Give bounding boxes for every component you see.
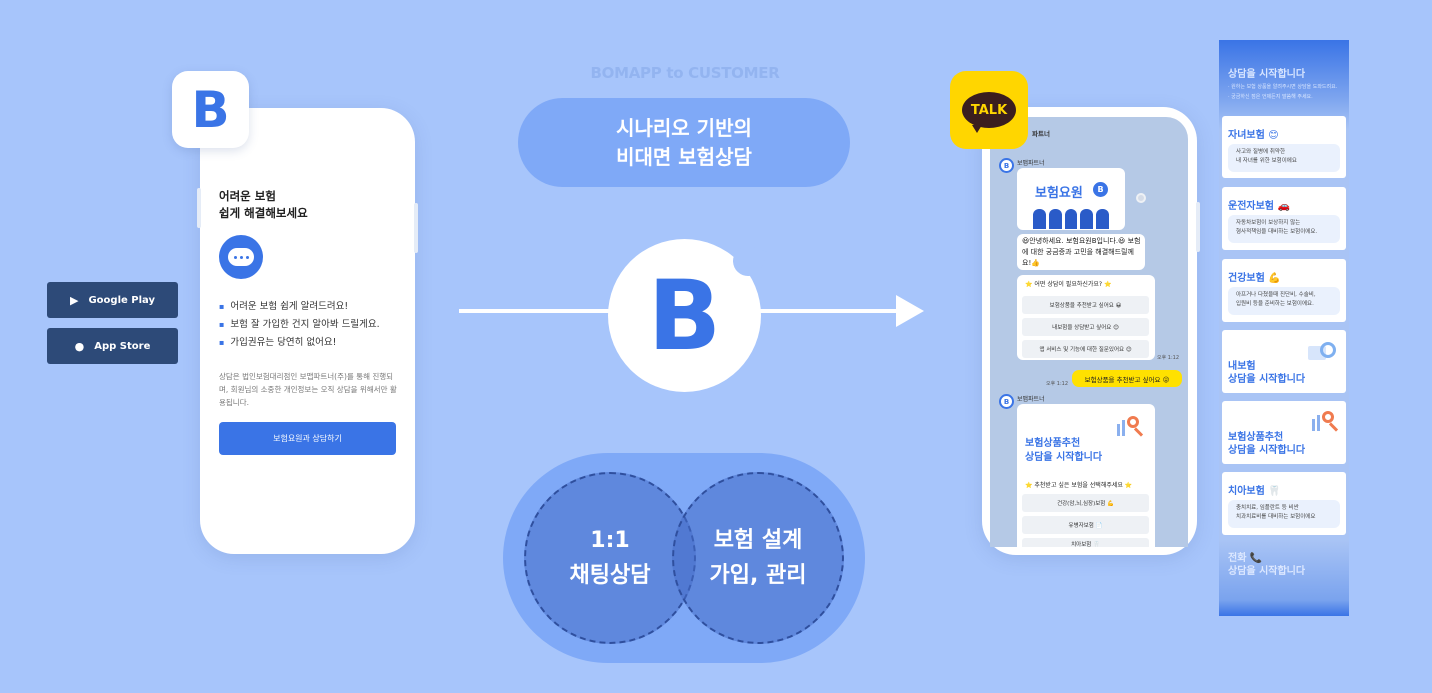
venn-right-line2: 가입, 관리 bbox=[709, 563, 807, 588]
recommend-option[interactable]: 건강(암,뇌,심장)보험 💪 bbox=[1022, 494, 1149, 512]
dental-insurance-card[interactable]: 치아보험 🦷 충치치료, 임플란트 등 비싼 치과치료비를 대비하는 보험이에요 bbox=[1222, 472, 1346, 535]
share-icon[interactable] bbox=[1136, 193, 1146, 203]
left-app-title: 어려운 보험 쉽게 해결해보세요 bbox=[219, 189, 308, 220]
user-reply-bubble: 보험상품을 추천받고 싶어요 😜 bbox=[1072, 370, 1182, 387]
chart-magnifier-icon bbox=[1310, 407, 1340, 435]
card-desc-line: 자동차보험이 보상하지 않는 bbox=[1236, 220, 1301, 226]
card-desc-line: 아프거나 다쳤을때 진단비, 수술비, bbox=[1236, 292, 1316, 298]
partner-avatar: B bbox=[999, 394, 1014, 409]
scenario-pill: 시나리오 기반의 비대면 보험상담 bbox=[518, 98, 850, 187]
driver-insurance-card[interactable]: 운전자보험 🚗 자동차보험이 보상하지 않는 형사적책임을 대비하는 보험이에요… bbox=[1222, 187, 1346, 250]
option-button[interactable]: 내보험을 상담받고 싶어요 😊 bbox=[1022, 318, 1149, 336]
venn-left-line1: 1:1 bbox=[590, 528, 630, 553]
pill-line2: 비대면 보험상담 bbox=[616, 144, 752, 169]
sender-name: 보맵파트너 bbox=[1017, 160, 1045, 167]
strip-top-sub: · 원하는 보험 상품을 알려주시면 상담을 도와드려요. · 궁금하신 점은 … bbox=[1228, 82, 1337, 102]
chat-icon bbox=[219, 235, 263, 279]
recommend-option[interactable]: 유병자보험 📄 bbox=[1022, 516, 1149, 534]
sender-name: 보맵파트너 bbox=[1017, 396, 1045, 403]
bullet-item: 어려운 보험 쉽게 알려드려요! bbox=[219, 298, 380, 316]
strip-top-sub2: · 궁금하신 점은 언제든지 말씀해 주세요. bbox=[1228, 94, 1313, 100]
card-title-line1: 내보험 bbox=[1228, 361, 1256, 372]
recommend-title-line1: 보험상품추천 bbox=[1025, 438, 1081, 449]
agents-illustration bbox=[1033, 207, 1109, 229]
venn-right-circle: 보험 설계 가입, 관리 bbox=[672, 472, 844, 644]
card-desc-line: 형사적책임을 대비하는 보험이에요. bbox=[1236, 229, 1318, 235]
agent-title: 보험요원 bbox=[1035, 186, 1083, 201]
app-store-button[interactable]: ● App Store bbox=[47, 328, 178, 364]
venn-left-line2: 채팅상담 bbox=[569, 563, 651, 588]
apple-icon: ● bbox=[74, 339, 85, 353]
recommend-option[interactable]: 치아보험 🦷 bbox=[1022, 538, 1149, 547]
recommend-title-line2: 상담을 시작합니다 bbox=[1025, 452, 1103, 463]
card-title-line2: 상담을 시작합니다 bbox=[1228, 445, 1306, 456]
card-desc-line: 사고와 질병에 취약한 bbox=[1236, 149, 1286, 155]
insurance-doc-icon bbox=[1306, 338, 1340, 364]
app-store-label: App Store bbox=[94, 340, 151, 352]
card-desc-line: 입원비 등을 준비하는 보험이에요. bbox=[1236, 301, 1314, 307]
phone-consult-line2: 상담을 시작합니다 bbox=[1228, 566, 1306, 577]
google-play-label: Google Play bbox=[88, 294, 155, 306]
agent-card: 보험요원 B bbox=[1017, 168, 1125, 230]
pill-line1: 시나리오 기반의 bbox=[616, 115, 752, 140]
child-insurance-card[interactable]: 자녀보험 😊 사고와 질병에 취약한 내 자녀를 위한 보험이에요 bbox=[1222, 116, 1346, 178]
card-title: 내보험 상담을 시작합니다 bbox=[1228, 360, 1305, 386]
greeting-text: 😃안녕하세요. 보험요원B입니다.😃 보험에 대한 궁금증과 고민을 해결해드릴… bbox=[1022, 237, 1141, 267]
agent-badge-icon: B bbox=[1093, 182, 1108, 197]
option-button[interactable]: 보험상품을 추천받고 싶어요 😀 bbox=[1022, 296, 1149, 314]
option-button[interactable]: 앱 서비스 및 기능에 대한 질문있어요 😊 bbox=[1022, 340, 1149, 358]
chart-magnifier-icon bbox=[1115, 412, 1145, 440]
strip-top-sub1: · 원하는 보험 상품을 알려주시면 상담을 도와드려요. bbox=[1228, 84, 1338, 90]
card-title: 치아보험 🦷 bbox=[1228, 486, 1281, 497]
card-desc: 자동차보험이 보상하지 않는 형사적책임을 대비하는 보험이에요. bbox=[1228, 215, 1340, 243]
bomapp-app-icon: B bbox=[172, 71, 249, 148]
phone-consult-label[interactable]: 전화 📞 상담을 시작합니다 bbox=[1228, 552, 1305, 578]
card-title-line1: 보험상품추천 bbox=[1228, 432, 1284, 443]
message-time: 오후 1:12 bbox=[1157, 355, 1180, 361]
recommend-title: 보험상품추천 상담을 시작합니다 bbox=[1025, 437, 1102, 465]
kakaotalk-app-icon: TALK bbox=[950, 71, 1028, 149]
center-logo: B bbox=[647, 259, 722, 372]
greeting-bubble: 😃안녕하세요. 보험요원B입니다.😃 보험에 대한 궁금증과 고민을 해결해드릴… bbox=[1017, 234, 1145, 270]
card-title: 운전자보험 🚗 bbox=[1228, 201, 1290, 212]
card-desc: 사고와 질병에 취약한 내 자녀를 위한 보험이에요 bbox=[1228, 144, 1340, 172]
consult-agent-button[interactable]: 보험요원과 상담하기 bbox=[219, 422, 396, 455]
question-text: ⭐ 어떤 상담이 필요하신가요? ⭐ bbox=[1025, 281, 1112, 288]
card-desc: 충치치료, 임플란트 등 비싼 치과치료비를 대비하는 보험이에요 bbox=[1228, 500, 1340, 528]
talk-label: TALK bbox=[970, 102, 1008, 118]
google-play-button[interactable]: ▶ Google Play bbox=[47, 282, 178, 318]
partner-avatar: B bbox=[999, 158, 1014, 173]
venn-left-circle: 1:1 채팅상담 bbox=[524, 472, 696, 644]
message-time: 오후 1:12 bbox=[1046, 381, 1069, 387]
card-desc: 아프거나 다쳤을때 진단비, 수술비, 입원비 등을 준비하는 보험이에요. bbox=[1228, 287, 1340, 315]
privacy-note: 상담은 법인보험대리점인 보맵파트너(주)를 통해 진행되며, 회원님의 소중한… bbox=[219, 372, 397, 407]
card-title: 건강보험 💪 bbox=[1228, 273, 1281, 284]
phone-consult-line1: 전화 📞 bbox=[1228, 553, 1263, 564]
card-title: 보험상품추천 상담을 시작합니다 bbox=[1228, 431, 1305, 457]
top-label: BOMAPP to CUSTOMER bbox=[590, 64, 780, 82]
recommend-question: ⭐ 추천받고 싶은 보험을 선택해주세요 ⭐ bbox=[1025, 482, 1133, 489]
bomapp-logo: B bbox=[191, 80, 230, 139]
bullet-item: 가입권유는 당연히 없어요! bbox=[219, 334, 380, 352]
venn-right-line1: 보험 설계 bbox=[713, 528, 803, 553]
strip-top-title: 상담을 시작합니다 bbox=[1228, 69, 1306, 80]
health-insurance-card[interactable]: 건강보험 💪 아프거나 다쳤을때 진단비, 수술비, 입원비 등을 준비하는 보… bbox=[1222, 259, 1346, 322]
card-desc-line: 충치치료, 임플란트 등 비싼 bbox=[1236, 505, 1299, 511]
chat-header-title: 파트너 bbox=[1032, 130, 1050, 138]
card-title: 자녀보험 😊 bbox=[1228, 130, 1279, 141]
card-desc-line: 치과치료비를 대비하는 보험이에요 bbox=[1236, 514, 1316, 520]
card-desc-line: 내 자녀를 위한 보험이에요 bbox=[1236, 158, 1297, 164]
arrow-right-icon bbox=[896, 295, 924, 327]
talk-bubble-icon: TALK bbox=[962, 92, 1016, 133]
play-icon: ▶ bbox=[70, 293, 79, 307]
left-app-bullets: 어려운 보험 쉽게 알려드려요! 보험 잘 가입한 건지 알아봐 드릴게요. 가… bbox=[219, 298, 380, 352]
my-insurance-card[interactable]: 내보험 상담을 시작합니다 bbox=[1222, 330, 1346, 393]
recommend-consult-card[interactable]: 보험상품추천 상담을 시작합니다 bbox=[1222, 401, 1346, 464]
bullet-item: 보험 잘 가입한 건지 알아봐 드릴게요. bbox=[219, 316, 379, 334]
card-title-line2: 상담을 시작합니다 bbox=[1228, 374, 1306, 385]
